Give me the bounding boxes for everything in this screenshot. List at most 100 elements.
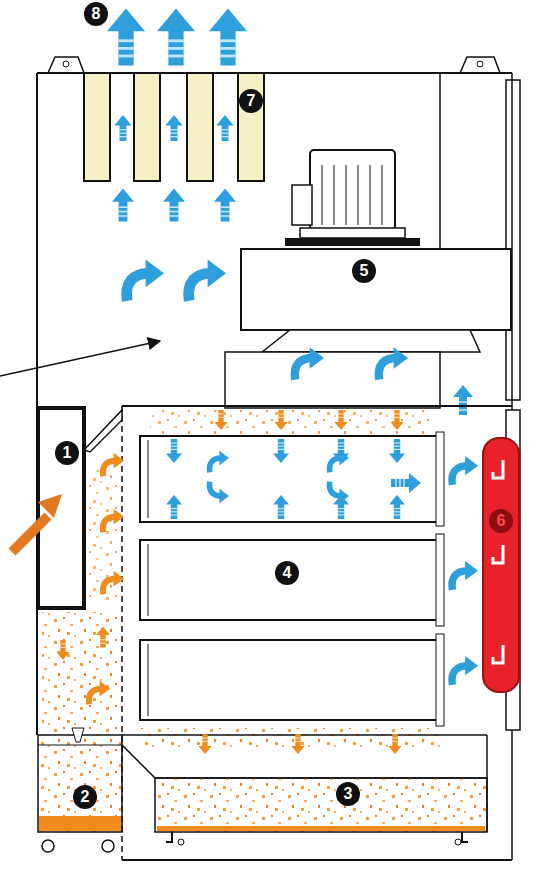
inlet-arrow [12, 516, 48, 552]
callout-number: 7 [239, 89, 263, 113]
lifting-lug [460, 57, 500, 73]
air-arrow [391, 473, 421, 493]
air-arrow [166, 495, 182, 519]
outlet-arrow [107, 9, 145, 66]
dust-arrow [198, 734, 211, 754]
outlet-arrow [209, 9, 247, 66]
drawer-foot [178, 839, 184, 845]
air-arrow [389, 439, 405, 463]
terminal-box [292, 185, 312, 225]
panel-frame [436, 432, 444, 526]
air-arrow [329, 451, 349, 473]
air-arrow [379, 347, 408, 379]
air-arrow [163, 189, 185, 222]
dust-layer [39, 816, 121, 831]
dust-arrow [214, 410, 227, 430]
lifting-lug-hole [477, 61, 483, 67]
panel-frame [436, 534, 444, 626]
air-arrow [112, 189, 134, 222]
air-arrow [295, 347, 324, 379]
dust-arrow [291, 734, 304, 754]
dust-arrow [274, 410, 287, 430]
filter-cartridge [187, 73, 213, 181]
motor-base [285, 238, 420, 246]
motor-fin [382, 165, 383, 225]
dust-arrow [56, 640, 69, 660]
bin-rim [38, 745, 122, 746]
callout-number: 6 [489, 509, 513, 533]
dust-arrow [103, 453, 124, 476]
bin-chute [72, 728, 84, 742]
air-arrow [452, 561, 478, 590]
filter-cartridge [84, 73, 110, 181]
valve-symbol [493, 460, 503, 663]
dust-arrow [388, 734, 401, 754]
filter-panel [140, 640, 440, 720]
panel-frame [436, 634, 444, 726]
air-arrow [452, 656, 478, 685]
outlet-arrow [157, 9, 195, 66]
dust-layer [157, 826, 485, 831]
air-arrow [216, 115, 233, 141]
inlet-baffle [84, 410, 122, 452]
side-rail [506, 80, 520, 400]
filter-panel [140, 436, 440, 522]
filter-panel [140, 540, 440, 620]
filter-panel-edge [148, 644, 149, 716]
drawer-foot [455, 839, 461, 845]
air-arrow [165, 115, 182, 141]
motor-body [310, 150, 395, 230]
filter-panel-edge [148, 544, 149, 616]
air-arrow [214, 189, 236, 222]
air-arrow [452, 456, 478, 485]
caster-wheel [42, 840, 54, 852]
dust-arrow [103, 509, 124, 532]
air-arrow [189, 260, 226, 301]
hopper-edge [122, 745, 487, 778]
callout-number: 4 [275, 561, 299, 585]
callout-number: 8 [84, 2, 108, 26]
filter-panel-edge [148, 440, 149, 518]
motor-fin [346, 165, 347, 225]
filter-cartridge [134, 73, 160, 181]
dust-arrow [334, 410, 347, 430]
fan-inlet-cone [262, 330, 480, 352]
air-arrow [453, 385, 473, 415]
motor-flange [300, 228, 405, 238]
callout-number: 1 [55, 441, 79, 465]
housing-left [36, 73, 38, 408]
dust-drawer [155, 778, 487, 832]
dust-cloud [42, 612, 117, 732]
air-arrow [273, 495, 289, 519]
motor-fin [334, 165, 335, 225]
drawer-foot [166, 832, 468, 842]
motor-fin [370, 165, 371, 225]
plenum [225, 352, 440, 408]
air-arrow [389, 495, 405, 519]
air-arrow [166, 439, 182, 463]
inlet-arrow [8, 494, 62, 548]
body-bottom [122, 859, 512, 861]
air-arrow [209, 482, 229, 504]
motor-fin [358, 165, 359, 225]
caster-wheel [102, 840, 114, 852]
air-arrow [273, 439, 289, 463]
callout-number: 3 [336, 782, 360, 806]
air-arrow [114, 115, 131, 141]
lifting-lug-hole [63, 61, 69, 67]
dust-arrow [89, 681, 110, 704]
dust-arrow [390, 410, 403, 430]
dust-arrow [96, 627, 110, 648]
fan-housing [241, 249, 511, 330]
callout-number: 5 [352, 259, 376, 283]
body-top [122, 405, 512, 407]
air-arrow [329, 482, 349, 504]
callout-number: 2 [73, 785, 97, 809]
lifting-lug [48, 57, 84, 73]
hopper-top [122, 734, 487, 736]
dust-bin [38, 735, 122, 832]
motor-fin [322, 165, 323, 225]
dust-cloud [150, 410, 430, 434]
